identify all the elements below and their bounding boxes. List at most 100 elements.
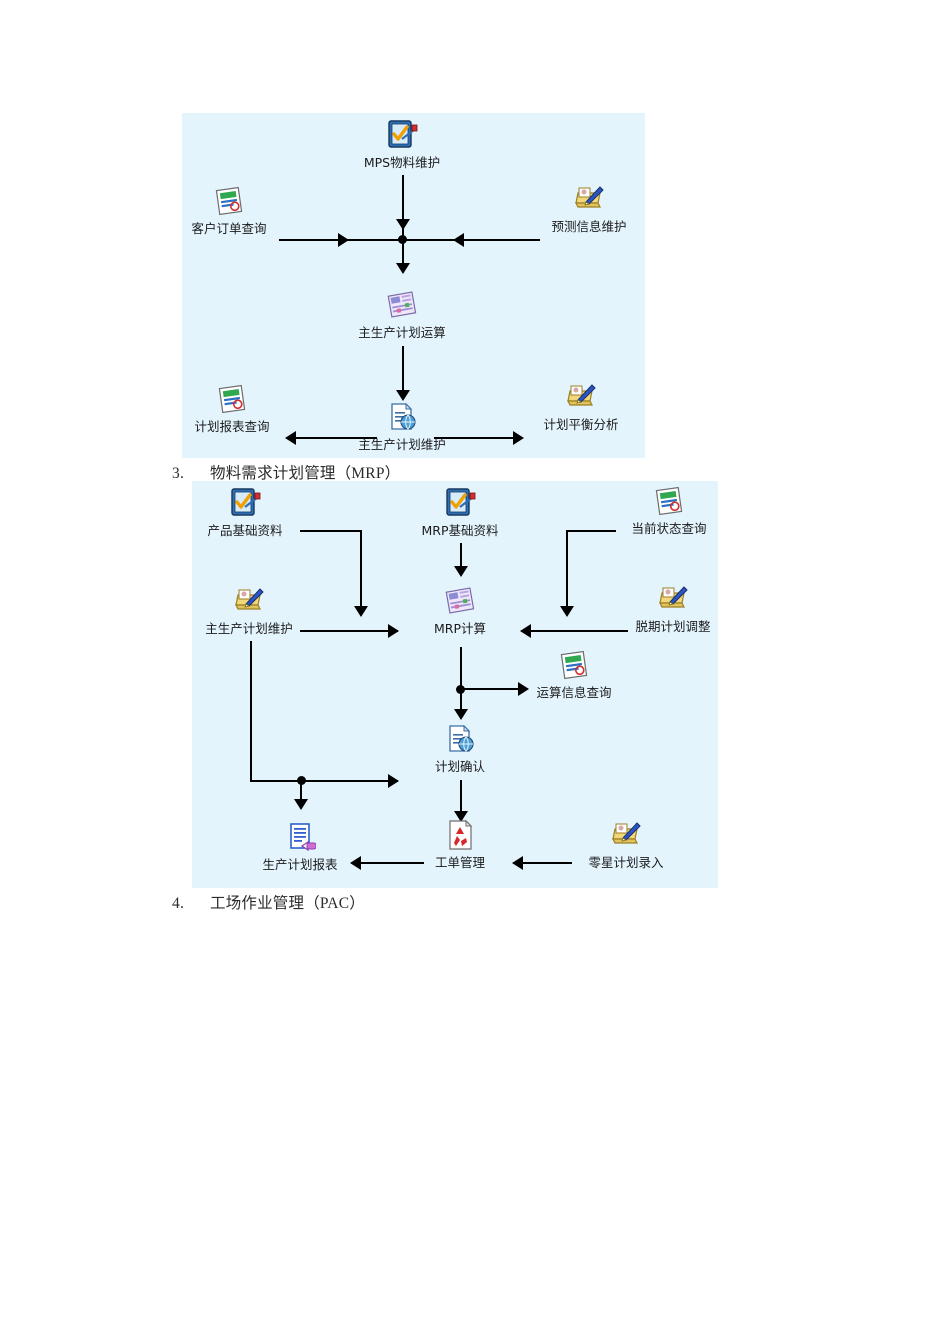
folder-pen-icon: [610, 819, 642, 851]
arrow-down-icon: [454, 709, 468, 720]
node-plan-report-query[interactable]: 计划报表查询: [177, 383, 287, 435]
clipboard-check-icon: [229, 487, 261, 519]
clipboard-check-icon: [444, 487, 476, 519]
node-mps-calc[interactable]: 主生产计划运算: [337, 289, 467, 341]
arrow-right-icon: [513, 431, 524, 445]
node-label: 客户订单查询: [191, 221, 267, 236]
arrow-down-icon: [354, 606, 368, 617]
report-doc-icon: [558, 649, 590, 681]
arrow-right-icon: [518, 682, 529, 696]
connector-line: [402, 346, 404, 398]
arrow-left-icon: [520, 624, 531, 638]
report-doc-icon: [216, 383, 248, 415]
connector-line: [462, 688, 524, 690]
connector-line: [400, 239, 540, 241]
junction-dot: [398, 235, 407, 244]
connector-line: [300, 782, 302, 804]
section-number: 3.: [172, 465, 185, 482]
arrow-left-icon: [512, 856, 523, 870]
node-label: 计划确认: [434, 759, 485, 774]
arrow-down-icon: [454, 566, 468, 577]
junction-dot: [456, 685, 465, 694]
connector-line: [402, 175, 404, 227]
mrp-flow-diagram: 产品基础资料 MRP基础资料: [192, 481, 718, 888]
connector-line: [568, 530, 616, 532]
folder-pen-icon: [573, 183, 605, 215]
node-label: 预测信息维护: [551, 219, 627, 234]
node-forecast-maintain[interactable]: 预测信息维护: [530, 183, 648, 235]
node-mrp-base-data[interactable]: MRP基础资料: [404, 487, 516, 539]
node-customer-order-query[interactable]: 客户订单查询: [174, 185, 284, 237]
node-label: 计划平衡分析: [543, 417, 619, 432]
section-heading-3: 3. 物料需求计划管理（MRP）: [172, 461, 400, 483]
arrow-right-icon: [338, 233, 349, 247]
section-number: 4.: [172, 895, 185, 912]
node-label: 计划报表查询: [194, 419, 270, 434]
node-label: 运算信息查询: [536, 685, 612, 700]
arrow-left-icon: [350, 856, 361, 870]
node-label: 产品基础资料: [207, 523, 283, 538]
arrow-down-icon: [294, 799, 308, 810]
arrow-down-icon: [454, 811, 468, 822]
connector-line: [402, 225, 404, 241]
connector-line: [250, 641, 252, 782]
globe-doc-icon: [386, 401, 418, 433]
arrow-right-icon: [388, 774, 399, 788]
junction-dot: [297, 776, 306, 785]
node-label: 主生产计划运算: [358, 325, 446, 340]
calc-doc-icon: [386, 289, 418, 321]
connector-line: [520, 862, 572, 864]
node-mps-maintain[interactable]: 主生产计划维护: [186, 585, 312, 637]
section-title: 物料需求计划管理（MRP）: [210, 465, 401, 482]
connector-line: [460, 543, 462, 573]
node-label: 当前状态查询: [631, 521, 707, 536]
connector-line: [460, 780, 462, 818]
mps-flow-diagram: MPS物料维护 客户订单查询: [182, 113, 645, 458]
node-mps-material[interactable]: MPS物料维护: [337, 119, 467, 171]
node-label: MPS物料维护: [363, 155, 441, 170]
node-label: 脱期计划调整: [635, 619, 711, 634]
arrow-right-icon: [388, 624, 399, 638]
node-misc-plan-entry[interactable]: 零星计划录入: [572, 819, 680, 871]
node-plan-confirm[interactable]: 计划确认: [420, 723, 500, 775]
node-production-plan-report[interactable]: 生产计划报表: [247, 821, 353, 873]
folder-pen-icon: [657, 583, 689, 615]
arrow-down-icon: [560, 606, 574, 617]
node-mrp-calc[interactable]: MRP计算: [420, 585, 500, 637]
node-label: 零星计划录入: [588, 855, 664, 870]
connector-line: [566, 530, 568, 614]
node-label: 生产计划报表: [262, 857, 338, 872]
arrow-left-icon: [285, 431, 296, 445]
section-heading-4: 4. 工场作业管理（PAC）: [172, 891, 365, 913]
connector-line: [279, 239, 346, 241]
section-title: 工场作业管理（PAC）: [210, 895, 365, 912]
globe-doc-icon: [444, 723, 476, 755]
node-label: 主生产计划维护: [205, 621, 293, 636]
connector-line: [300, 530, 362, 532]
node-current-status-query[interactable]: 当前状态查询: [616, 485, 722, 537]
arrow-down-icon: [396, 390, 410, 401]
node-label: 主生产计划维护: [358, 437, 446, 452]
node-product-base-data[interactable]: 产品基础资料: [190, 487, 300, 539]
connector-line: [402, 241, 404, 267]
node-work-order-mgmt[interactable]: 工单管理: [420, 819, 500, 871]
node-mps-maintain[interactable]: 主生产计划维护: [337, 401, 467, 453]
folder-pen-icon: [565, 381, 597, 413]
report-doc-icon: [653, 485, 685, 517]
connector-line: [460, 692, 462, 714]
node-label: MRP计算: [433, 621, 486, 636]
arrow-down-icon: [396, 263, 410, 274]
connector-line: [358, 862, 424, 864]
folder-pen-icon: [233, 585, 265, 617]
connector-line: [292, 437, 377, 439]
arrow-left-icon: [453, 233, 464, 247]
connector-line: [528, 630, 628, 632]
calc-doc-icon: [444, 585, 476, 617]
node-overdue-plan-adjust[interactable]: 脱期计划调整: [616, 583, 730, 635]
node-label: 工单管理: [434, 855, 485, 870]
node-calc-info-query[interactable]: 运算信息查询: [532, 649, 616, 701]
node-plan-balance-analysis[interactable]: 计划平衡分析: [522, 381, 640, 433]
connector-line: [347, 239, 405, 241]
connector-line: [250, 780, 398, 782]
